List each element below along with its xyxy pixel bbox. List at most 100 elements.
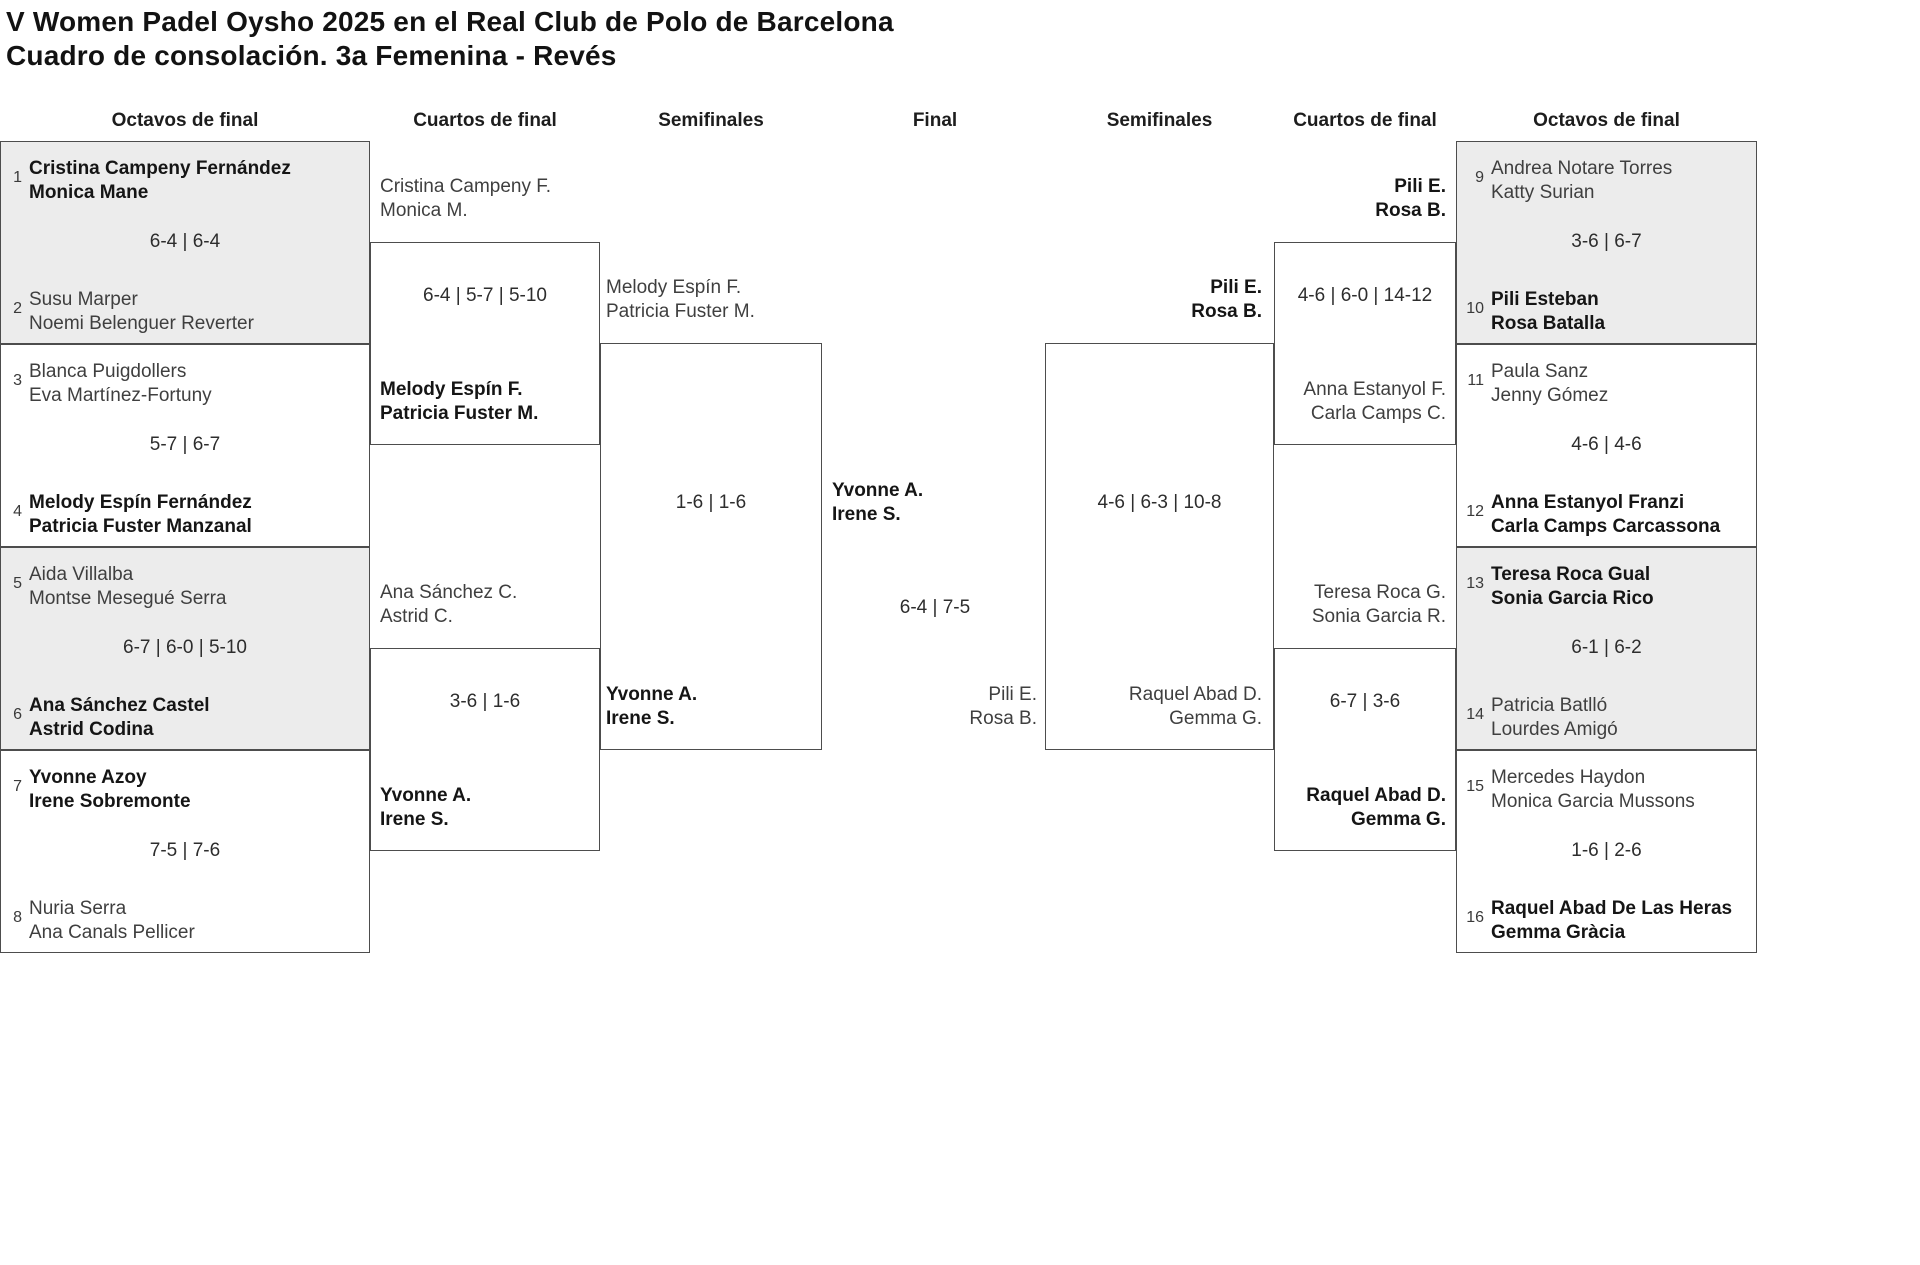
team-label-cuartos-r1-top: Pili E.Rosa B.	[1375, 176, 1446, 221]
team-label-cuartos-l2-top: Ana Sánchez C.Astrid C.	[380, 582, 518, 627]
round-header-right-cuartos: Cuartos de final	[1293, 110, 1437, 131]
match-score: 6-4 | 6-4	[149, 231, 221, 252]
match-score: 6-7 | 3-6	[1329, 691, 1401, 712]
team-label-semifinal-l-top: Melody Espín F.Patricia Fuster M.	[606, 277, 755, 322]
match-score: 1-6 | 1-6	[675, 492, 747, 513]
match-box-octavos-left-3	[0, 547, 370, 750]
match-score: 1-6 | 2-6	[1571, 840, 1642, 861]
match-score: 6-4 | 5-7 | 5-10	[423, 285, 547, 306]
seed-number: 15	[1466, 778, 1484, 795]
match-box-cuartos-right-2	[1274, 648, 1456, 851]
match-box-cuartos-right-1	[1274, 242, 1456, 445]
team-label-final-winner: Yvonne A.Irene S.	[832, 480, 924, 525]
match-box-octavos-right-1	[1456, 141, 1757, 344]
match-score-final: 6-4 | 7-5	[899, 597, 971, 618]
match-score: 3-6 | 6-7	[1571, 231, 1642, 252]
team-label-cuartos-r2-bottom: Raquel Abad D.Gemma G.	[1306, 785, 1446, 830]
seed-number: 8	[13, 909, 22, 926]
team-label-cuartos-r2-top: Teresa Roca G.Sonia Garcia R.	[1311, 582, 1446, 627]
match-box-octavos-left-4	[0, 750, 370, 953]
match-box-octavos-left-2	[0, 344, 370, 547]
team-label-semifinal-l-bottom: Yvonne A.Irene S.	[606, 684, 698, 729]
match-score: 6-7 | 6-0 | 5-10	[123, 637, 247, 658]
page-subtitle: Cuadro de consolación. 3a Femenina - Rev…	[6, 40, 617, 71]
seed-number: 16	[1466, 909, 1484, 926]
team-label-cuartos-l2-bottom: Yvonne A.Irene S.	[380, 785, 472, 830]
seed-number: 1	[13, 169, 22, 186]
match-box-cuartos-left-2	[370, 648, 600, 851]
round-header-right-semis: Semifinales	[1106, 110, 1213, 131]
team-label-cuartos-l1-top: Cristina Campeny F.Monica M.	[380, 176, 552, 221]
seed-number: 13	[1466, 575, 1484, 592]
match-box-octavos-left-1	[0, 141, 370, 344]
match-score: 4-6 | 4-6	[1571, 434, 1642, 455]
team-label-cuartos-l1-bottom: Melody Espín F.Patricia Fuster M.	[380, 379, 539, 424]
round-header-left-semis: Semifinales	[658, 110, 764, 131]
match-score: 4-6 | 6-0 | 14-12	[1297, 285, 1433, 306]
match-box-octavos-right-4	[1456, 750, 1757, 953]
seed-number: 5	[13, 575, 22, 592]
match-box-octavos-right-3	[1456, 547, 1757, 750]
match-score: 4-6 | 6-3 | 10-8	[1097, 492, 1222, 513]
match-box-octavos-right-2	[1456, 344, 1757, 547]
team-label-cuartos-r1-bottom: Anna Estanyol F.Carla Camps C.	[1303, 379, 1446, 424]
match-box-semifinal-left	[600, 343, 822, 750]
seed-number: 7	[13, 778, 22, 795]
team-label-semifinal-r-bottom: Raquel Abad D.Gemma G.	[1128, 684, 1262, 729]
seed-number: 14	[1466, 706, 1484, 723]
team-label-semifinal-r-top: Pili E.Rosa B.	[1191, 277, 1262, 322]
page-title: V Women Padel Oysho 2025 en el Real Club…	[6, 6, 894, 37]
team-label-final-runner-up: Pili E.Rosa B.	[969, 684, 1037, 729]
round-header-final: Final	[912, 110, 958, 131]
seed-number: 2	[13, 300, 22, 317]
seed-number: 9	[1475, 169, 1484, 186]
seed-number: 3	[13, 372, 22, 389]
round-header-left-octavos: Octavos de final	[111, 110, 259, 131]
match-score: 7-5 | 7-6	[149, 840, 221, 861]
seed-number: 4	[13, 503, 22, 520]
round-header-left-cuartos: Cuartos de final	[413, 110, 557, 131]
match-box-semifinal-right	[1045, 343, 1274, 750]
seed-number: 10	[1466, 300, 1484, 317]
match-score: 6-1 | 6-2	[1571, 637, 1642, 658]
seed-number: 6	[13, 706, 22, 723]
round-header-right-octavos: Octavos de final	[1533, 110, 1680, 131]
seed-number: 12	[1466, 503, 1484, 520]
match-box-cuartos-left-1	[370, 242, 600, 445]
seed-number: 11	[1467, 372, 1484, 389]
match-score: 3-6 | 1-6	[449, 691, 521, 712]
match-score: 5-7 | 6-7	[149, 434, 221, 455]
